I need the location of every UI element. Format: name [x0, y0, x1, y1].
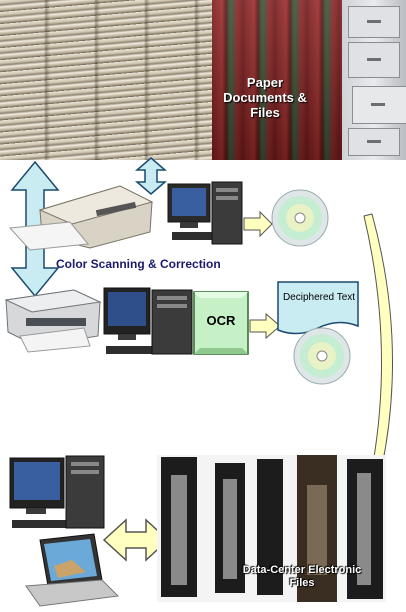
computer-icon	[167, 181, 243, 245]
color-scanning-label: Color Scanning & Correction	[56, 257, 221, 271]
cabinet-drawer	[348, 6, 400, 38]
computer-icon	[9, 455, 105, 529]
cabinet-drawer	[348, 42, 400, 78]
cabinet-drawer	[352, 86, 406, 124]
binders-photo	[212, 0, 342, 160]
cabinet-drawer	[348, 128, 400, 156]
data-center-label: Data-Center Electronic Files	[242, 564, 362, 589]
double-arrow-vertical-small	[134, 157, 168, 195]
filing-cabinet-icon	[342, 0, 406, 160]
ocr-label: OCR	[206, 313, 236, 328]
computer-icon	[103, 287, 193, 355]
paper-documents-label: Paper Documents & Files	[223, 75, 307, 120]
cd-disc-icon	[271, 189, 329, 247]
scanner-icon	[4, 289, 102, 353]
arrow-right-yellow	[249, 312, 281, 340]
arrow-right-yellow	[243, 210, 273, 238]
deciphered-text-document	[277, 281, 359, 335]
deciphered-text-label: Deciphered Text	[282, 292, 356, 303]
paper-stacks-photo	[0, 0, 212, 160]
ocr-box	[193, 291, 249, 355]
cd-disc-icon	[293, 327, 351, 385]
scanner-icon	[8, 185, 154, 251]
laptop-icon	[25, 533, 120, 607]
data-center-photo	[157, 455, 386, 602]
